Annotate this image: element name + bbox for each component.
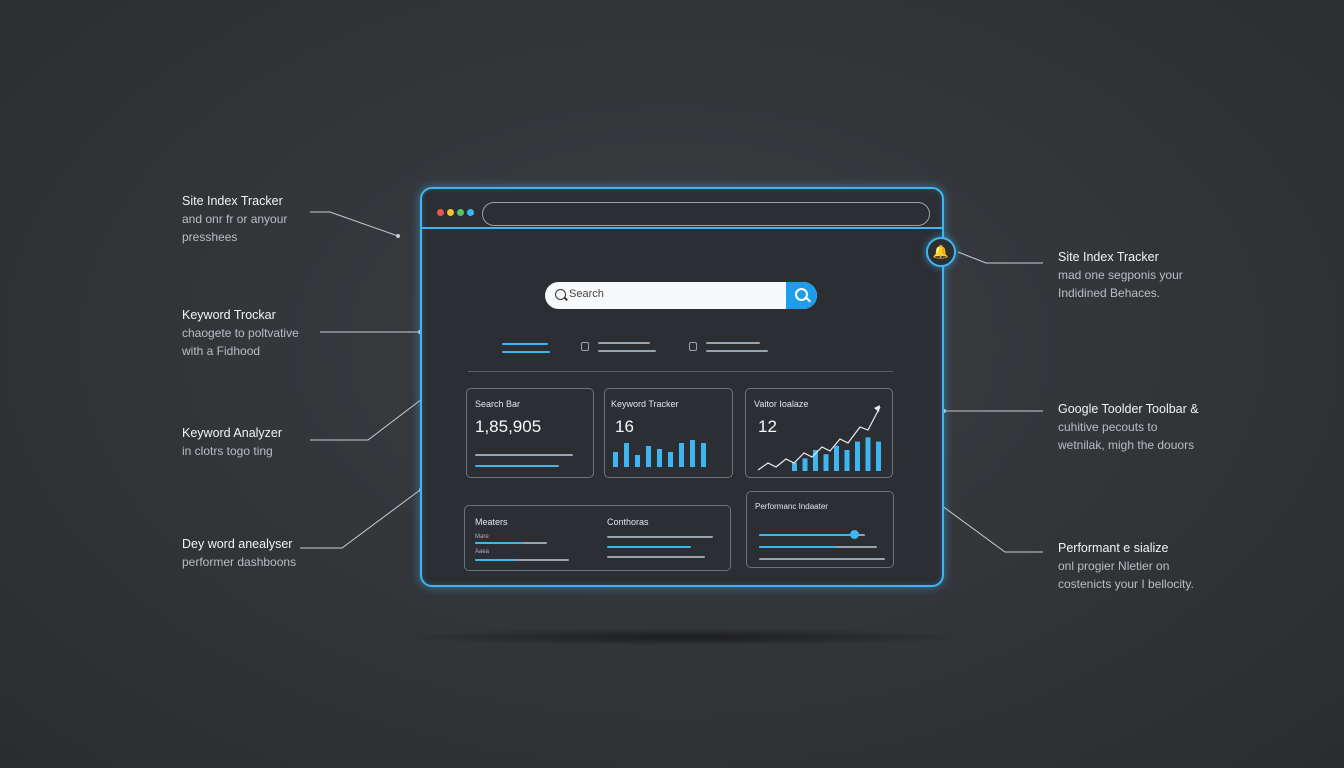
card-value: 12 [758,417,777,436]
window-shadow [390,628,980,646]
connector-line [300,489,421,549]
card-metrics: Meaters Conthoras Mare Aaea [464,505,731,571]
mini-label: Aaea [475,549,490,555]
progress-bar [475,465,559,467]
card-performance: Performanc Indaater [746,491,894,568]
slider-fill [759,534,855,536]
progress-bar [475,559,515,561]
callout-site-index-tracker-right: Site Index Tracker mad one segponis your… [1058,248,1183,302]
card-visitor-analyze: Vaitor Ioalaze 12 [745,388,893,478]
card-label: Performanc Indaater [755,502,828,511]
progress-bar [475,559,569,561]
chart-bar [876,441,881,471]
callout-performance: Performant e sialize onl progier Nletier… [1058,539,1194,593]
chart-bar [802,458,808,471]
card-label: Meaters [475,517,508,527]
bar-chart [613,440,706,467]
card-label: Search Bar [475,399,521,409]
callout-line: in clotrs togo ting [182,444,273,458]
connector-line [957,251,1043,264]
card-value: 16 [615,417,634,436]
callout-title: Site Index Tracker [1058,250,1159,264]
callout-line: cuhitive pecouts to [1058,420,1158,434]
progress-bar [607,556,705,558]
callout-keyword-analyzer: Keyword Analyzer in clotrs togo ting [182,424,282,460]
document-icon [581,342,589,351]
progress-bar [475,454,573,456]
chart-bar [657,449,662,467]
progress-bar [759,558,885,560]
callout-line: and onr fr or anyour [182,212,288,226]
chart-bar [813,450,818,471]
chart-bar [624,443,629,467]
maximize-dot[interactable] [457,209,464,216]
card-value: 1,85,905 [475,417,542,436]
progress-bar [607,546,691,548]
callout-title: Site Index Tracker [182,194,283,208]
edit-icon [689,342,697,351]
callout-title: Keyword Analyzer [182,426,283,440]
bar-chart [757,405,881,471]
card-label: Vaitor Ioalaze [754,399,809,409]
callout-title: Performant e sialize [1058,541,1169,555]
progress-bar [475,542,523,544]
chart-bar [792,462,797,471]
search-icon [555,289,566,300]
card-label: Keyword Tracker [611,399,679,409]
callout-line: mad one segponis your [1058,268,1183,282]
card-keyword-tracker: Keyword Tracker 16 [604,388,733,478]
callout-title: Google Toolder Toolbar & [1058,402,1199,416]
content-divider [468,371,893,372]
chart-bar [613,452,618,467]
callout-google-toolbar: Google Toolder Toolbar & cuhitive pecout… [1058,400,1199,454]
callout-line: presshees [182,230,238,244]
chart-bar [855,441,860,471]
chart-bar [690,440,695,467]
mini-label: Mare [475,534,489,540]
callout-keyword-analyser: Dey word anealyser performer dashboons [182,535,296,571]
callout-line: wetnilak, migh the douors [1058,438,1195,452]
search-input[interactable]: Search [569,288,604,300]
callout-title: Dey word anealyser [182,537,293,551]
progress-bar [607,536,713,538]
close-dot[interactable] [437,209,444,216]
callout-line: Indidined Behaces. [1058,286,1161,300]
magnifier-icon [795,288,808,301]
chart-bar [679,443,684,467]
browser-window [420,187,944,587]
search-bar[interactable]: Search [545,282,817,309]
trend-line [757,406,881,471]
chart-bar [701,443,706,467]
chart-bar [834,445,839,471]
chart-bar [635,455,640,467]
callout-line: performer dashboons [182,555,297,569]
chart-bar [844,450,850,471]
chart-bar [668,452,673,467]
callout-line: costenicts your I bellocity. [1058,577,1194,591]
extra-dot [467,209,474,216]
card-search-bar: Search Bar 1,85,905 [466,388,594,478]
chart-bar [865,437,871,471]
bell-icon[interactable]: 🔔 [926,237,956,267]
callout-line: with a Fidhood [182,344,261,358]
slider-handle[interactable] [850,530,860,539]
callout-line: onl progier Nletier on [1058,559,1170,573]
callout-site-index-tracker-left: Site Index Tracker and onr fr or anyour … [182,192,287,246]
callout-keyword-tracker: Keyword Trockar chaogete to poltvative w… [182,306,299,360]
minimize-dot[interactable] [447,209,454,216]
callout-title: Keyword Trockar [182,308,276,322]
window-titlebar [422,189,942,229]
trend-arrow-icon [874,405,880,412]
progress-bar [759,546,837,548]
callout-line: chaogete to poltvative [182,326,299,340]
chart-bar [823,454,829,471]
search-button[interactable] [786,282,817,309]
chart-bar [646,446,651,467]
card-label: Conthoras [607,517,649,527]
address-bar[interactable] [482,202,930,226]
connector-line [310,211,399,237]
